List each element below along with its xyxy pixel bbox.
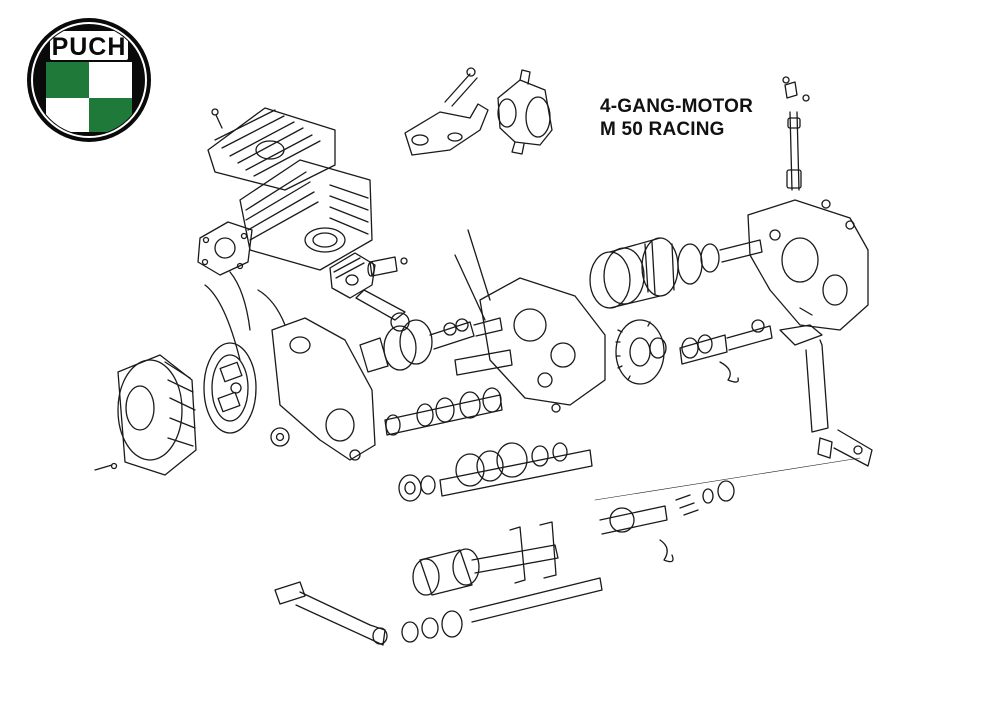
stator-plate	[203, 284, 257, 434]
gear-shift-lever	[274, 581, 388, 646]
left-crankcase-cover	[229, 271, 376, 461]
output-sprocket-bearings	[398, 474, 436, 502]
cylinder-gasket	[197, 221, 253, 276]
kickstart-lever	[779, 324, 873, 467]
main-shaft-gears	[384, 349, 513, 436]
flywheel-magneto	[94, 354, 197, 476]
connecting-rod	[355, 289, 410, 332]
kickstart-gear-shaft	[679, 319, 773, 383]
intake-manifold	[404, 67, 489, 156]
crankshaft	[359, 317, 503, 373]
layshaft-gears	[439, 442, 593, 497]
shift-washers	[401, 610, 463, 643]
primary-gear	[615, 319, 667, 385]
piston-pin	[367, 256, 408, 277]
footpeg-rod	[594, 457, 861, 501]
title-line-2: M 50 RACING	[600, 119, 725, 140]
diagram-title: 4-GANG-MOTOR M 50 RACING	[600, 95, 753, 141]
carburetor	[497, 69, 553, 155]
piston	[329, 252, 376, 299]
shift-spring-parts	[659, 480, 735, 563]
right-crankcase-half	[747, 199, 869, 331]
selector-shaft	[782, 76, 810, 191]
clutch-basket	[589, 237, 763, 309]
logo-brand-text: PUCH	[52, 33, 127, 61]
left-crankcase-half	[454, 229, 606, 413]
cylinder-head	[207, 107, 336, 191]
cylinder	[239, 159, 373, 271]
shift-drum	[412, 505, 668, 623]
drive-sprocket-small	[270, 427, 290, 447]
puch-logo: PUCH	[27, 18, 151, 142]
title-line-1: 4-GANG-MOTOR	[600, 96, 753, 117]
